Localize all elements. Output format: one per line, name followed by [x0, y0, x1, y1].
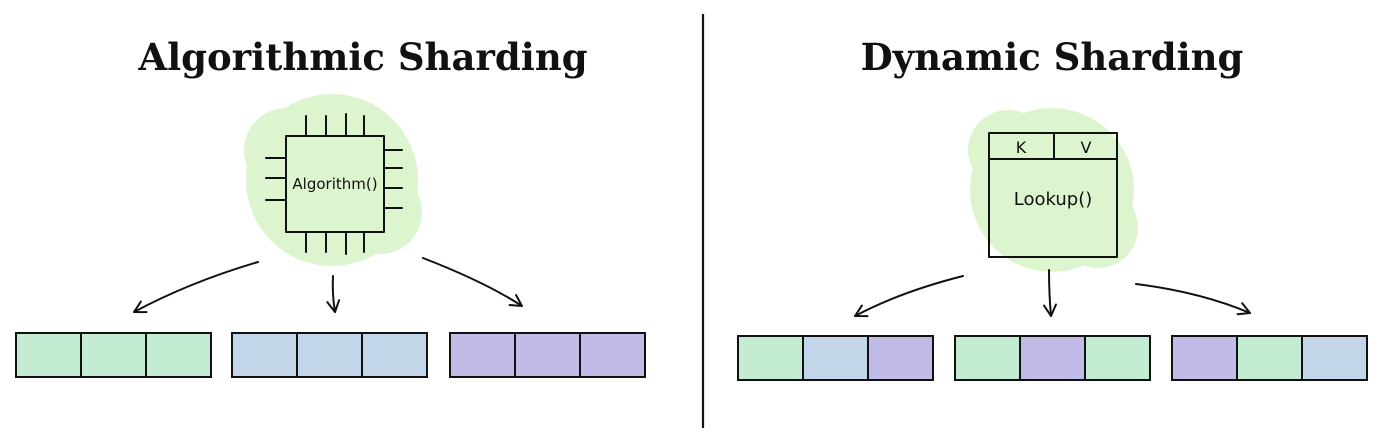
arrow-to-shard-group-1	[133, 261, 259, 314]
dynamic-shard-group-1	[737, 335, 934, 381]
arrow-to-shard-group-3	[422, 257, 523, 307]
algorithmic-shard-cell	[80, 332, 147, 378]
right-shard-groups	[737, 335, 1368, 381]
right-panel-title: Dynamic Sharding	[861, 35, 1244, 79]
dynamic-shard-cell	[1019, 335, 1086, 381]
dynamic-shard-group-3	[1171, 335, 1368, 381]
dynamic-shard-group-2	[954, 335, 1151, 381]
algorithmic-shard-cell	[231, 332, 298, 378]
algorithmic-shard-cell	[514, 332, 581, 378]
algorithmic-shard-cell	[145, 332, 212, 378]
dynamic-shard-cell	[802, 335, 869, 381]
dynamic-shard-cell	[1084, 335, 1151, 381]
arrow-to-dynamic-group-2	[1043, 269, 1057, 317]
arrow-to-shard-group-2	[326, 275, 341, 313]
left-shard-groups	[15, 332, 646, 378]
algorithm-chip-box	[285, 135, 385, 233]
algorithmic-shard-cell	[361, 332, 428, 378]
algorithm-chip-label: Algorithm()	[292, 175, 377, 193]
lookup-table-value-header: V	[1081, 138, 1092, 157]
algorithmic-shard-cell	[15, 332, 82, 378]
left-panel-title: Algorithmic Sharding	[137, 35, 587, 79]
algorithmic-shard-cell	[579, 332, 646, 378]
dynamic-shard-cell	[954, 335, 1021, 381]
dynamic-shard-cell	[867, 335, 934, 381]
dynamic-shard-cell	[1301, 335, 1368, 381]
dynamic-shard-cell	[1236, 335, 1303, 381]
arrow-to-dynamic-group-3	[1135, 283, 1251, 316]
lookup-table-key-header: K	[1016, 138, 1027, 157]
algorithmic-shard-group-3	[449, 332, 646, 378]
dynamic-sharding-panel: Dynamic Sharding K V Lookup()	[737, 35, 1368, 381]
algorithmic-shard-cell	[449, 332, 516, 378]
algorithmic-shard-group-2	[231, 332, 428, 378]
lookup-table-label: Lookup()	[1014, 189, 1093, 210]
chip-pins	[265, 113, 403, 255]
algorithmic-shard-group-1	[15, 332, 212, 378]
dynamic-shard-cell	[1171, 335, 1238, 381]
arrow-to-dynamic-group-1	[854, 275, 964, 318]
algorithmic-shard-cell	[296, 332, 363, 378]
dynamic-shard-cell	[737, 335, 804, 381]
algorithmic-sharding-panel: Algorithmic Sharding Algorithm()	[15, 35, 646, 378]
